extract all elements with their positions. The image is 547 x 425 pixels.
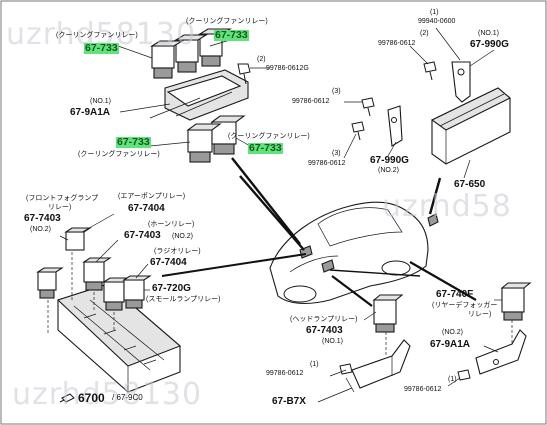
- watermark-2: uzrhd58: [382, 189, 512, 224]
- part-number-67-733-b[interactable]: 67-733: [84, 42, 119, 54]
- qty-1-top: (1): [430, 9, 439, 16]
- relay-box-6700: [36, 213, 182, 403]
- small-lamp-relay-label: (スモールランプリレー): [146, 296, 221, 303]
- cooling-fan-relay-label-3: (クーリングファンリレー): [228, 133, 310, 140]
- no2-label-d: (NO.2): [442, 329, 463, 336]
- no1-label-b: (NO.1): [478, 30, 499, 37]
- radio-relay-label: (ラジオリレー): [154, 248, 201, 255]
- part-number-67-990g-b[interactable]: 67-990G: [370, 155, 409, 166]
- part-number-67-733-a[interactable]: 67-733: [214, 29, 249, 41]
- no1-label-a: (NO.1): [90, 98, 111, 105]
- bolt-99786-0612g[interactable]: 99786-0612G: [266, 65, 309, 72]
- car-outline: [269, 201, 439, 305]
- part-number-67-7403-c[interactable]: 67-7403: [306, 325, 343, 336]
- part-number-67-7404-a[interactable]: 67-7404: [128, 203, 165, 214]
- front-fog-relay-label-2: リレー): [48, 204, 72, 211]
- location-pointers: [161, 157, 477, 307]
- qty-1-b: (1): [310, 361, 319, 368]
- module-67-650-assembly: [343, 27, 511, 179]
- qty-1-c: (1): [448, 376, 457, 383]
- bolt-99786-0612-c[interactable]: 99786-0612: [308, 160, 346, 167]
- qty-2-b: (2): [420, 30, 429, 37]
- bolt-99786-0612-e[interactable]: 99786-0612: [404, 386, 442, 393]
- part-number-67-650[interactable]: 67-650: [454, 179, 486, 190]
- bolt-99786-0612-b[interactable]: 99786-0612: [292, 98, 330, 105]
- cooling-fan-relay-label-4: (クーリングファンリレー): [78, 151, 160, 158]
- watermark-3: uzrhd58130: [12, 377, 203, 412]
- no1-label-c: (NO.1): [322, 338, 343, 345]
- part-number-67-740f[interactable]: 67-740F: [436, 289, 474, 300]
- part-number-67-9a1a-b[interactable]: 67-9A1A: [430, 339, 471, 350]
- cooling-fan-relay-label-2: (クーリングファンリレー): [56, 32, 138, 39]
- front-fog-relay-label: (フロントフォグランプ: [26, 195, 99, 202]
- cooling-fan-relay-label-1: (クーリングファンリレー): [186, 18, 268, 25]
- part-number-67-7403-a[interactable]: 67-7403: [24, 213, 61, 224]
- part-number-67-990g-a[interactable]: 67-990G: [470, 39, 509, 50]
- relay-67-740f-assembly: [447, 282, 532, 387]
- part-number-67-720g[interactable]: 67-720G: [152, 283, 191, 294]
- qty-3-b: (3): [332, 150, 341, 157]
- horn-relay-label: (ホーンリレー): [148, 221, 195, 228]
- part-number-67-9a1a-a[interactable]: 67-9A1A: [70, 107, 111, 118]
- qty-2-a: (2): [257, 56, 266, 63]
- part-number-67-7404-b[interactable]: 67-7404: [150, 257, 187, 268]
- no2-label-b: (NO.2): [30, 226, 51, 233]
- air-pump-relay-label: (エアーポンプリレー): [118, 193, 186, 200]
- part-number-6700[interactable]: 6700: [78, 391, 105, 405]
- bolt-99940-0600[interactable]: 99940-0600: [418, 18, 456, 25]
- part-number-67-9c0[interactable]: / 67-9C0: [112, 393, 143, 402]
- part-number-67-b7x[interactable]: 67-B7X: [272, 396, 306, 407]
- rear-defogger-relay-label-2: リレー): [468, 311, 492, 318]
- relay-67-b7x-assembly: [317, 294, 411, 403]
- headlamp-relay-label: (ヘッドランプリレー): [290, 316, 358, 323]
- part-number-67-733-c[interactable]: 67-733: [116, 136, 151, 148]
- part-number-67-733-d[interactable]: 67-733: [248, 142, 283, 154]
- bolt-99786-0612-top[interactable]: 99786-0612: [378, 40, 416, 47]
- no2-label-a: (NO.2): [378, 167, 399, 174]
- rear-defogger-relay-label: (リヤーデフォッガー: [432, 302, 498, 309]
- qty-3-a: (3): [332, 88, 341, 95]
- bolt-99786-0612-d[interactable]: 99786-0612: [266, 370, 304, 377]
- no2-label-c: (NO.2): [172, 233, 193, 240]
- part-number-67-7403-b[interactable]: 67-7403: [124, 230, 161, 241]
